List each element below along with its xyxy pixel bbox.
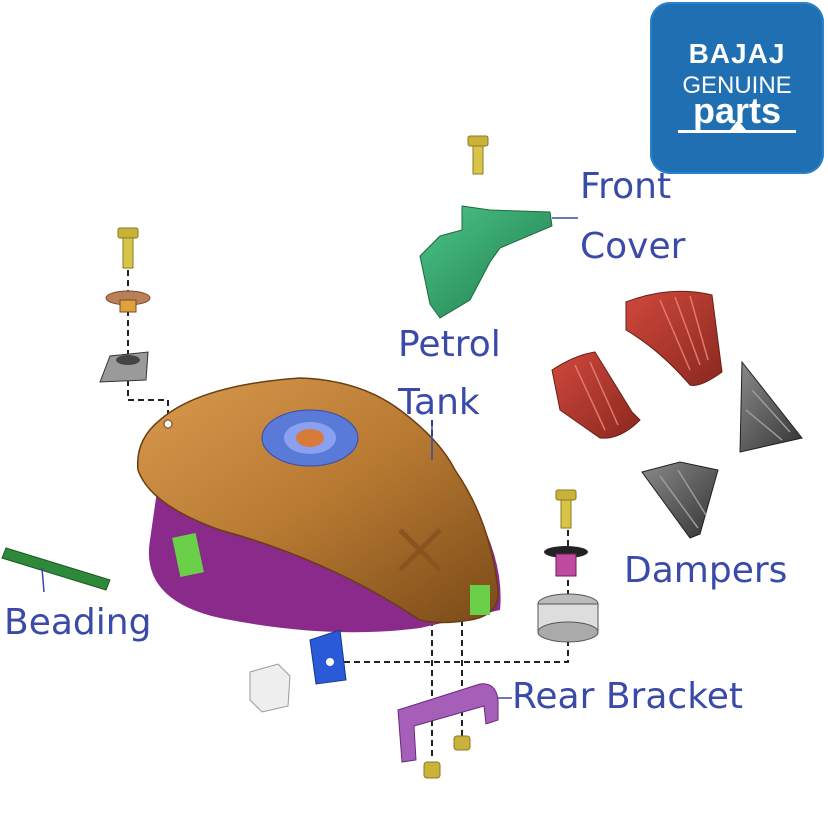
bolt-front-cover	[467, 135, 489, 175]
label-beading: Beading	[4, 602, 152, 643]
logo-brand: BAJAJ	[688, 38, 786, 69]
collar-right	[544, 546, 588, 577]
bolt-left	[117, 227, 139, 269]
damper-gray-bottom	[641, 461, 719, 539]
spacer-block	[249, 663, 291, 713]
petrol-tank	[136, 377, 501, 685]
rubber-mount-right	[537, 593, 599, 643]
bolt-right	[555, 489, 577, 529]
beading-strip	[1, 547, 111, 593]
logo-underline	[678, 130, 796, 133]
label-rear-bracket: Rear Bracket	[512, 676, 744, 717]
label-petrol-tank-line2: Tank	[398, 382, 480, 423]
damper-red-lower	[551, 351, 641, 439]
label-dampers: Dampers	[624, 550, 788, 591]
bolt-rear-1	[453, 735, 471, 751]
front-cover	[419, 205, 578, 319]
damper-red-upper	[625, 290, 723, 386]
mount-bracket-left	[99, 351, 149, 383]
bolt-rear-2	[423, 761, 441, 779]
bajaj-genuine-parts-logo: BAJAJ GENUINE parts	[650, 2, 824, 174]
logo-genuine: GENUINE	[682, 72, 792, 99]
rear-bracket	[397, 683, 512, 763]
label-front-cover-line2: Cover	[580, 226, 686, 267]
damper-gray-right	[739, 360, 803, 453]
label-front-cover-line1: Front	[580, 166, 672, 207]
label-petrol-tank-line1: Petrol	[398, 324, 501, 365]
washer-left	[105, 290, 151, 313]
logo-arrow-icon	[730, 120, 746, 130]
